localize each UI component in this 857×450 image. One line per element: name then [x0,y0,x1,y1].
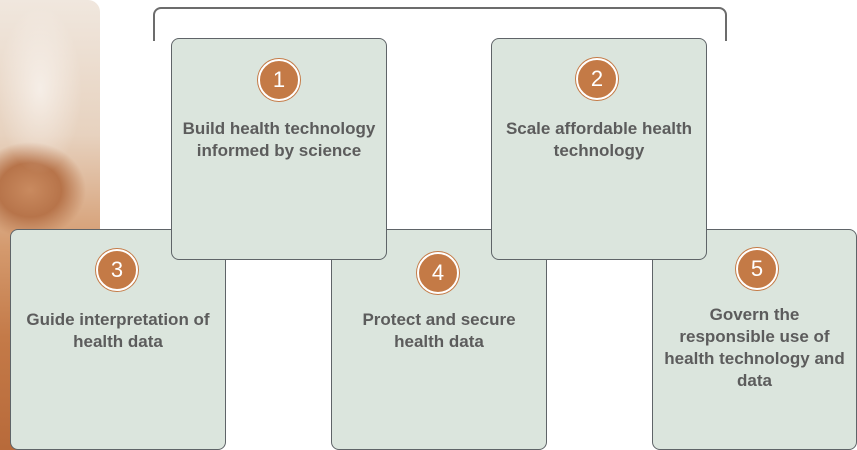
step-number-badge: 4 [417,252,459,294]
step-label: Protect and secure health data [362,310,516,351]
step-card-4: 4 Protect and secure health data [331,229,547,450]
step-number-badge: 1 [258,59,300,101]
step-card-5: 5 Govern the responsible use of health t… [652,229,857,450]
step-label: Guide interpretation of health data [26,310,210,351]
grouping-bracket [153,7,727,41]
step-label: Govern the responsible use of health tec… [664,305,845,390]
step-card-3: 3 Guide interpretation of health data [10,229,226,450]
step-number-badge: 5 [736,248,778,290]
step-label: Scale affordable health technology [505,119,693,160]
step-number-badge: 3 [96,249,138,291]
step-number-badge: 2 [576,58,618,100]
step-card-1: 1 Build health technology informed by sc… [171,38,387,260]
step-label: Build health technology informed by scie… [182,119,376,160]
step-card-2: 2 Scale affordable health technology [491,38,707,260]
